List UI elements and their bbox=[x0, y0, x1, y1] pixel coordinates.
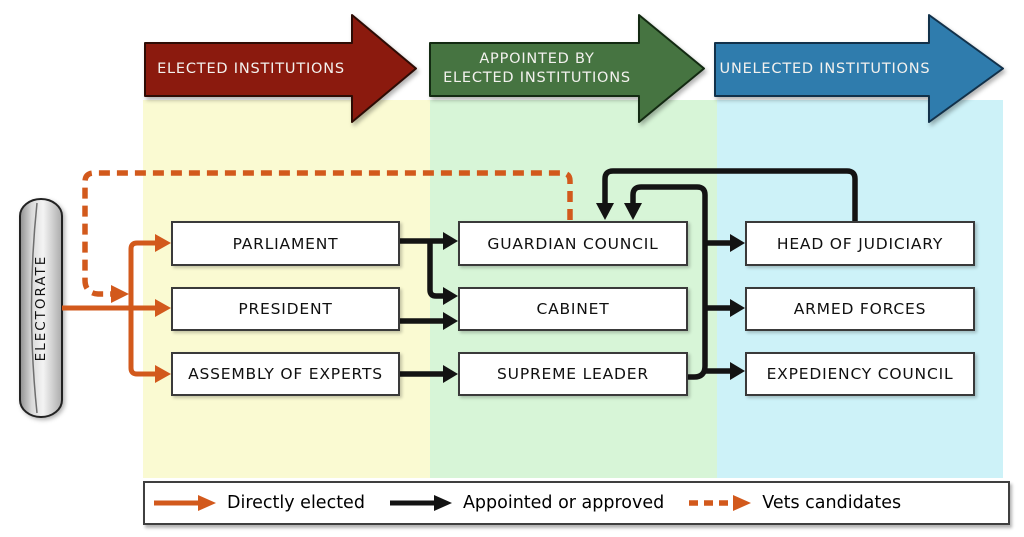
legend-item-appointed-or-approved: Appointed or approved bbox=[388, 493, 664, 513]
appointed-banner-label: APPOINTED BY ELECTED INSTITUTIONS bbox=[432, 38, 642, 100]
legend-box: Directly elected Appointed or approved V… bbox=[143, 481, 1010, 525]
box-cabinet: CABINET bbox=[458, 287, 688, 331]
unelected-banner-label: UNELECTED INSTITUTIONS bbox=[719, 60, 931, 77]
legend-label-vets-candidates: Vets candidates bbox=[762, 493, 902, 513]
appointed-banner-line1: APPOINTED BY bbox=[479, 51, 595, 68]
electorate-label: ELECTORATE bbox=[33, 254, 49, 362]
legend-item-vets-candidates: Vets candidates bbox=[687, 493, 901, 513]
box-supreme-leader: SUPREME LEADER bbox=[458, 352, 688, 396]
legend-label-appointed-or-approved: Appointed or approved bbox=[462, 493, 665, 513]
box-armed-forces: ARMED FORCES bbox=[745, 287, 975, 331]
vets-candidates-arrowhead bbox=[111, 285, 129, 303]
box-guardian-council: GUARDIAN COUNCIL bbox=[458, 221, 688, 266]
vets-candidates-arrow-icon bbox=[689, 495, 752, 511]
box-expediency-council: EXPEDIENCY COUNCIL bbox=[745, 352, 975, 396]
legend-label-directly-elected: Directly elected bbox=[227, 493, 365, 513]
directly-elected-connectors bbox=[62, 240, 156, 377]
appointed-banner-line2: ELECTED INSTITUTIONS bbox=[443, 70, 631, 86]
box-head-of-judiciary: HEAD OF JUDICIARY bbox=[745, 221, 975, 266]
box-assembly-of-experts: ASSEMBLY OF EXPERTS bbox=[171, 352, 400, 396]
directly-elected-arrow-icon bbox=[154, 495, 216, 511]
elected-banner-label: ELECTED INSTITUTIONS bbox=[157, 60, 345, 77]
appointed-arrow-icon bbox=[389, 495, 452, 511]
box-parliament: PARLIAMENT bbox=[171, 221, 400, 266]
box-president: PRESIDENT bbox=[171, 287, 400, 331]
legend-item-directly-elected: Directly elected bbox=[152, 493, 365, 513]
